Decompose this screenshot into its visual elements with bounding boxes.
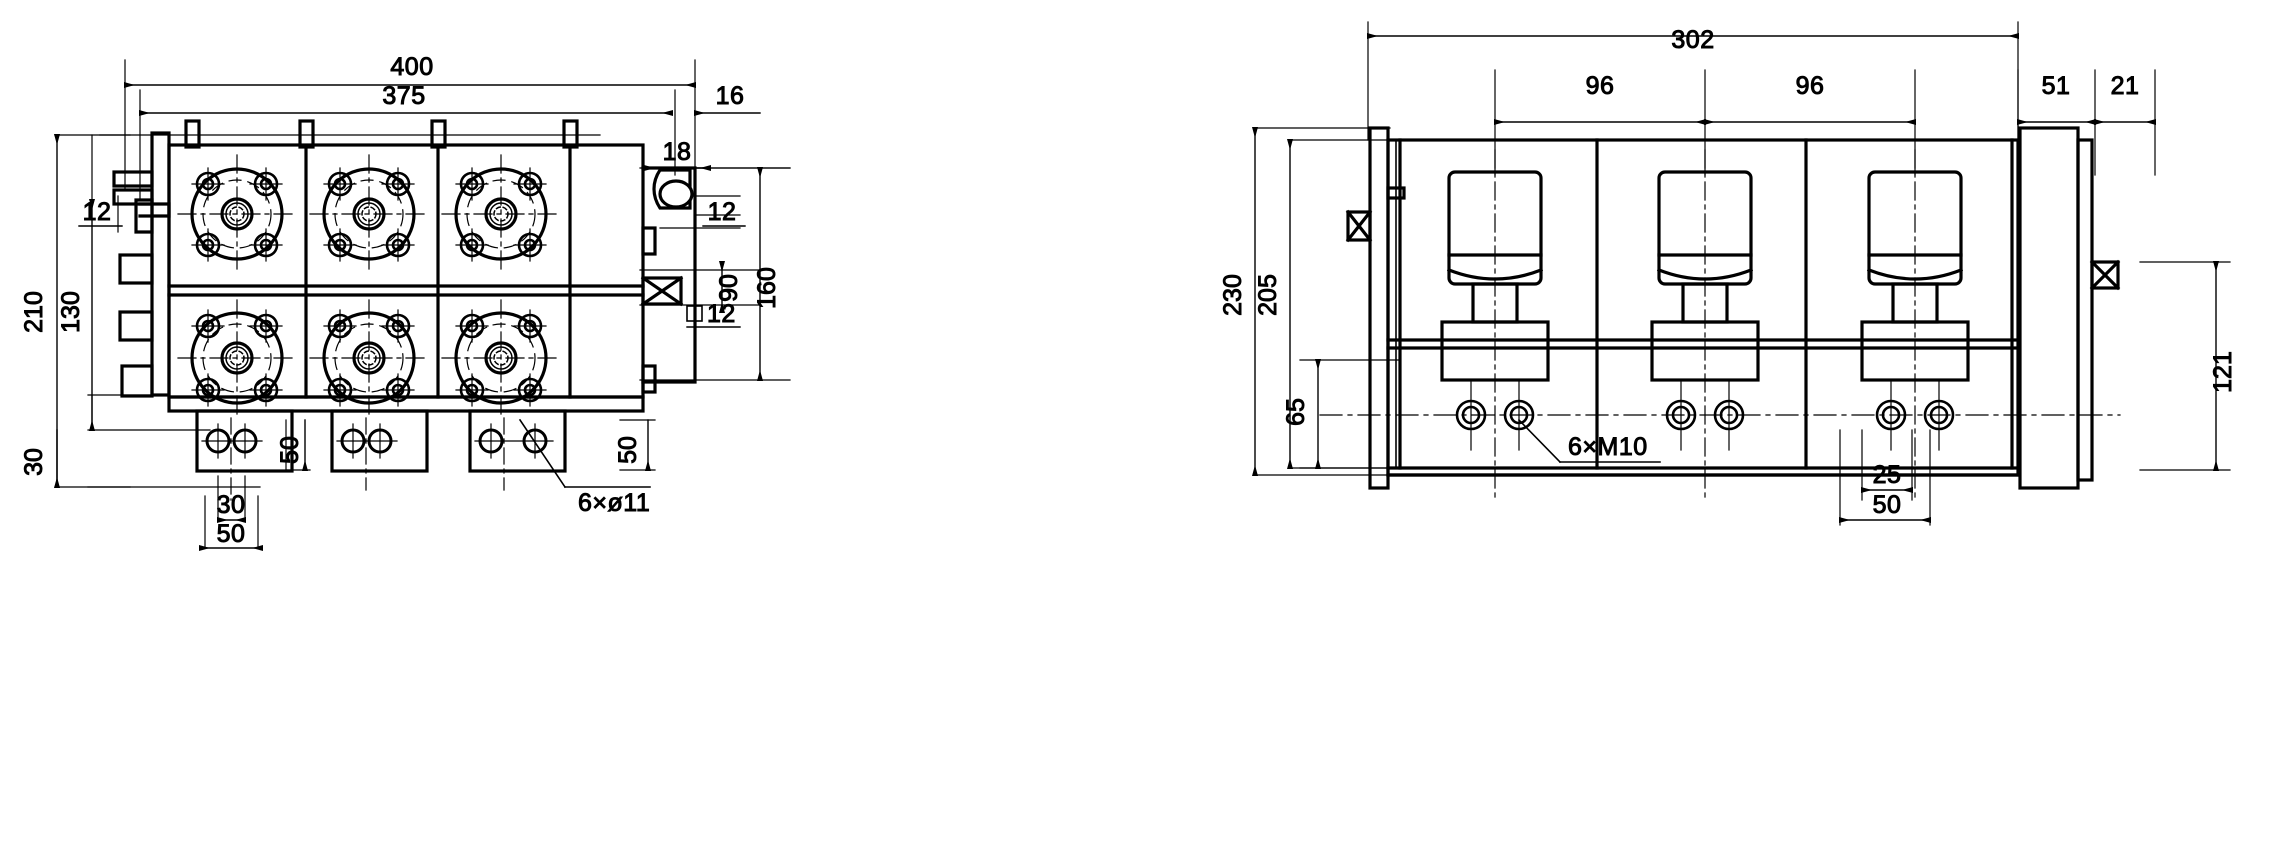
dim-50-vertical-right-label: 50: [614, 436, 642, 464]
side-view: 302 96 96 51 21 230 205 65: [1219, 21, 2238, 526]
dim-230-label: 230: [1219, 274, 1247, 316]
dim-160-label: 160: [753, 267, 781, 309]
note-square-12-label: 12: [707, 300, 736, 328]
front-mounting-feet: [195, 409, 567, 551]
front-partitions: [167, 145, 645, 399]
dim-50-side-label: 50: [1873, 491, 1902, 519]
callout-6xm10-label: 6×M10: [1568, 433, 1648, 461]
dim-12-left-label: 12: [83, 198, 112, 226]
dim-375-label: 375: [382, 82, 425, 110]
front-pole-4: [177, 299, 297, 419]
callout-6xd11-leader: [518, 418, 651, 489]
dim-90-label: 90: [715, 274, 743, 302]
front-foot-3: [468, 409, 567, 491]
dim-21-label: 21: [2111, 72, 2140, 100]
side-left-lugs: [1345, 209, 1373, 243]
front-pole-2: [309, 154, 429, 274]
front-pole-5: [309, 299, 429, 419]
side-pole-1: [1440, 149, 1550, 501]
callout-6xm10-leader: [1517, 418, 1661, 464]
front-pole-group: [177, 154, 561, 419]
front-body-outline: [150, 131, 697, 413]
dim-96-b-label: 96: [1796, 72, 1825, 100]
dim-50-vertical-left-label: 50: [276, 436, 304, 464]
front-pole-3: [441, 154, 561, 274]
side-right-xblock: [2089, 259, 2121, 291]
dim-400-label: 400: [390, 53, 433, 81]
front-left-lugs: [112, 170, 171, 398]
front-view: 400 375 16 18 12 210 130 12: [20, 53, 791, 551]
dim-205-label: 205: [1254, 274, 1282, 316]
front-right-features: [640, 168, 694, 394]
dim-12-right-label: 12: [708, 198, 737, 226]
dim-30-vertical-label: 30: [20, 448, 48, 476]
dim-130-label: 130: [57, 291, 85, 333]
front-pole-6: [441, 299, 561, 419]
dim-16-label: 16: [716, 82, 745, 110]
dim-210-label: 210: [20, 291, 48, 333]
dim-50-foot-label: 50: [217, 520, 246, 548]
side-partitions: [1395, 138, 2014, 470]
front-extension-lines: [54, 59, 791, 549]
front-top-fins: [184, 119, 579, 149]
side-pole-2: [1650, 149, 1760, 501]
dim-96-a-label: 96: [1586, 72, 1615, 100]
front-foot-1: [195, 409, 294, 501]
dim-51-label: 51: [2042, 72, 2071, 100]
dim-18-label: 18: [663, 138, 692, 166]
callout-6xd11-label: 6×ø11: [578, 489, 650, 517]
side-body-outline: [1368, 126, 2094, 490]
dim-65-label: 65: [1282, 398, 1310, 426]
side-pole-3: [1860, 149, 1970, 501]
dim-30-foot-label: 30: [217, 491, 246, 519]
side-pole-group: [1319, 149, 2121, 501]
front-foot-2: [330, 409, 429, 491]
dim-302-label: 302: [1671, 26, 1714, 54]
front-pole-1: [177, 154, 297, 274]
dim-121-label: 121: [2209, 351, 2237, 393]
